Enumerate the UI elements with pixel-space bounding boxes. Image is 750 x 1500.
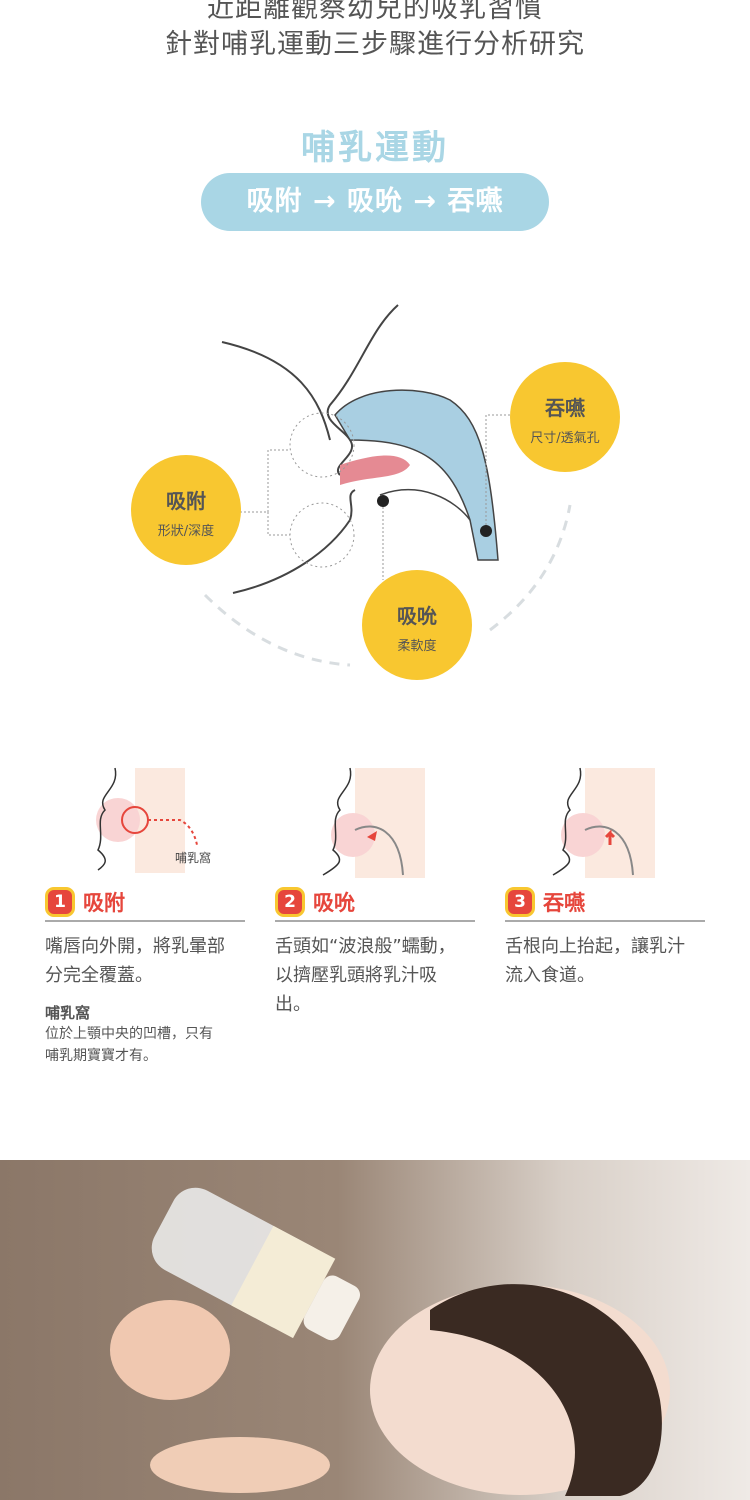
step-swallow: 3 吞嚥 舌根向上抬起，讓乳汁流入食道。 (505, 887, 705, 990)
step-label: 吸附 (83, 891, 125, 915)
photo-illustration (110, 1187, 670, 1496)
intro-line-1: 近距離觀察幼兒的吸乳習慣 (207, 0, 543, 24)
swallow-title: 吞嚥 (545, 396, 585, 420)
section-title: 哺乳運動 (301, 128, 449, 168)
swallow-circle: 吞嚥 尺寸/透氣孔 (510, 362, 620, 472)
suck-title: 吸吮 (397, 604, 437, 628)
note-title: 哺乳窩 (45, 1004, 91, 1022)
step-body: 嘴唇向外開，將乳暈部分完全覆蓋。 (45, 936, 225, 986)
swallow-sub: 尺寸/透氣孔 (530, 431, 600, 446)
baby-feeding-photo (0, 1160, 750, 1500)
suck-circle: 吸吮 柔軟度 (362, 570, 472, 680)
suck-sub: 柔軟度 (397, 639, 437, 654)
mouth-diagram (203, 304, 572, 667)
swallow-illustration (552, 767, 655, 878)
step-suck: 2 吸吮 舌頭如“波浪般”蠕動，以擠壓乳頭將乳汁吸出。 (275, 887, 475, 1019)
illustration-label: 哺乳窩 (175, 850, 211, 865)
step-number: 1 (45, 887, 75, 917)
step-number: 3 (505, 887, 535, 917)
latch-title: 吸附 (166, 489, 206, 513)
latch-illustration: 哺乳窩 (96, 767, 211, 873)
note-text: 位於上顎中央的凹槽，只有哺乳期寶寶才有。 (45, 1026, 213, 1064)
step-label: 吞嚥 (543, 891, 585, 915)
suck-illustration (322, 767, 425, 878)
latch-sub: 形狀/深度 (157, 524, 215, 539)
step-body: 舌頭如“波浪般”蠕動，以擠壓乳頭將乳汁吸出。 (275, 936, 456, 1015)
step-body: 舌根向上抬起，讓乳汁流入食道。 (505, 936, 685, 986)
latch-circle: 吸附 形狀/深度 (131, 455, 241, 565)
steps-pill: 吸附 → 吸吮 → 吞嚥 (201, 173, 549, 231)
step-label: 吸吮 (313, 891, 355, 915)
intro-line-2: 針對哺乳運動三步驟進行分析研究 (165, 29, 585, 60)
step-number: 2 (275, 887, 305, 917)
step-latch: 1 吸附 嘴唇向外開，將乳暈部分完全覆蓋。 哺乳窩 位於上顎中央的凹槽，只有哺乳期… (45, 887, 245, 1067)
